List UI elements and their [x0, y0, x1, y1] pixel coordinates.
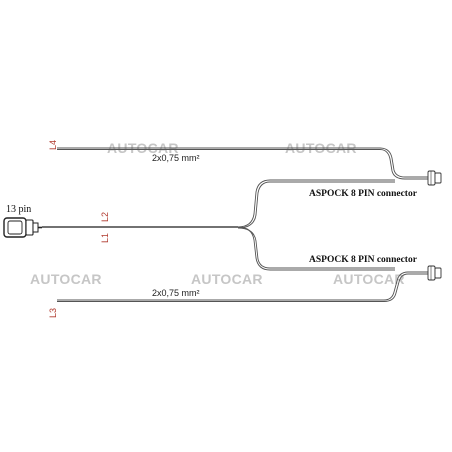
wire-l2-branch [237, 179, 395, 228]
wire-l4-b [57, 149, 428, 180]
watermark-bottom-center: AUTOCAR [191, 271, 263, 287]
aspock-connector-upper [427, 170, 442, 186]
connector-lower-label: ASPOCK 8 PIN connector [309, 255, 418, 265]
wire-l3-b [57, 273, 428, 302]
wire-l4 [57, 147, 428, 178]
line-id-l4: L4 [48, 140, 58, 150]
main-connector-label: 13 pin [6, 204, 31, 215]
aspock-connector-lower [427, 265, 442, 281]
wire-l1-branch [237, 226, 395, 271]
wire-upper-label: 2x0,75 mm² [152, 153, 200, 163]
connector-upper-label: ASPOCK 8 PIN connector [309, 189, 418, 199]
main-connector-13pin [3, 217, 42, 238]
wire-lower-label: 2x0,75 mm² [152, 288, 200, 298]
line-id-l1: L1 [100, 233, 110, 243]
wire-l2-branch-b [237, 181, 395, 229]
watermark-bottom-right: AUTOCAR [333, 271, 405, 287]
wire-l3 [57, 271, 428, 301]
line-id-l3: L3 [48, 308, 58, 318]
line-id-l2: L2 [100, 212, 110, 222]
watermark-bottom-left: AUTOCAR [30, 271, 102, 287]
wire-l1-branch-b [237, 227, 395, 269]
